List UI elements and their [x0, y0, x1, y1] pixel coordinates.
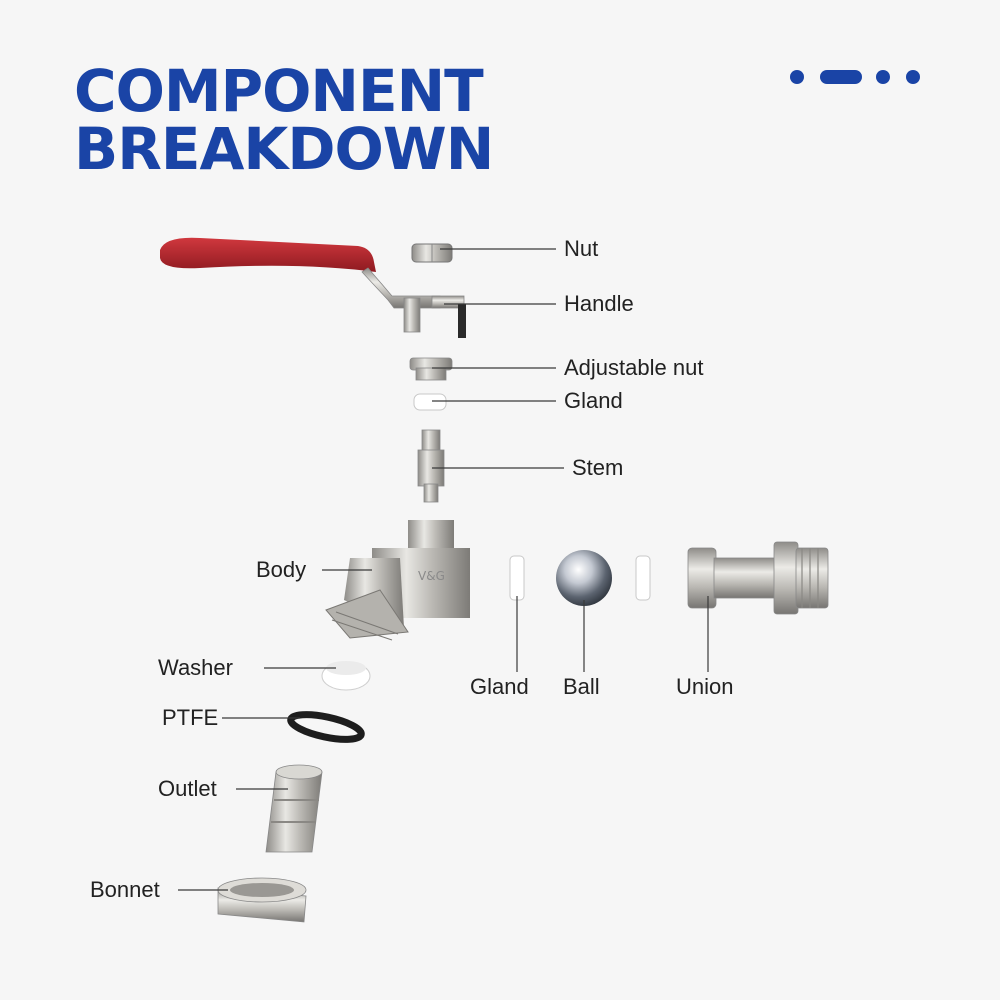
indicator-dot: [876, 70, 890, 84]
leader-lines: [178, 248, 709, 891]
label-stem: Stem: [572, 455, 624, 480]
body-marking: V&G: [418, 569, 445, 583]
carousel-indicator: [790, 70, 930, 86]
body-part: V&G: [325, 520, 470, 641]
washer-part: [321, 661, 371, 691]
gland-right-part: [635, 555, 651, 601]
label-gland-bottom: Gland: [470, 674, 529, 699]
bonnet-part: [217, 877, 307, 923]
label-body: Body: [256, 557, 307, 582]
nut-part: [411, 243, 453, 263]
adjustable-nut-part: [409, 357, 453, 381]
label-ptfe: PTFE: [162, 705, 219, 730]
page-title: COMPONENT BREAKDOWN: [74, 57, 494, 183]
indicator-dot: [790, 70, 804, 84]
label-union: Union: [676, 674, 734, 699]
title-line-2: BREAKDOWN: [74, 115, 494, 183]
indicator-dot: [906, 70, 920, 84]
stem-part: [417, 429, 445, 503]
ptfe-part: [287, 711, 365, 743]
label-bonnet: Bonnet: [90, 877, 160, 902]
label-washer: Washer: [158, 655, 233, 680]
gland-bottom-part: [509, 555, 525, 601]
label-gland-top: Gland: [564, 388, 623, 413]
label-adjustable-nut: Adjustable nut: [564, 355, 704, 380]
label-outlet: Outlet: [158, 776, 217, 801]
label-nut: Nut: [564, 236, 599, 261]
label-ball: Ball: [563, 674, 600, 699]
gland-top-part: [413, 393, 447, 411]
union-part: [687, 541, 829, 615]
label-handle: Handle: [564, 291, 634, 316]
title-line-1: COMPONENT: [74, 57, 484, 125]
ball-part: [556, 550, 612, 606]
indicator-dot-active: [820, 70, 862, 84]
outlet-part: [265, 764, 323, 853]
handle-part: [160, 237, 466, 338]
